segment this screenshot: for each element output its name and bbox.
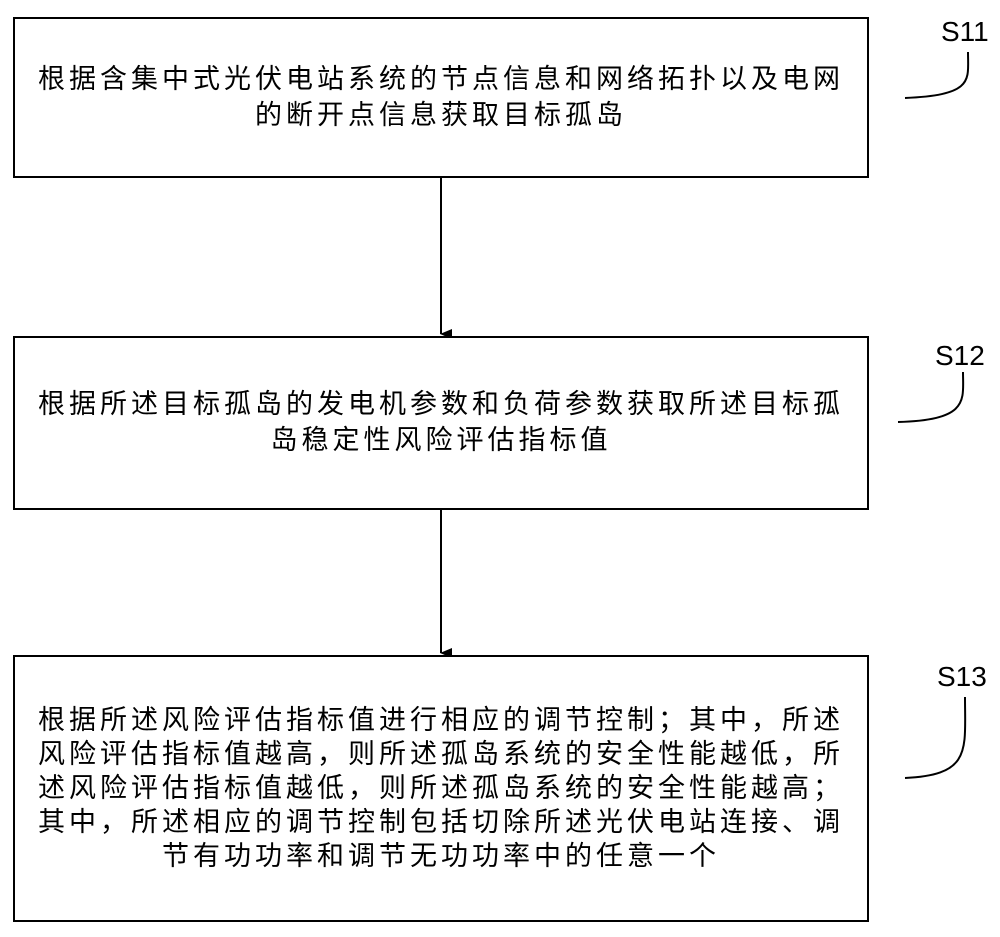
step-label-s11: S11	[941, 16, 989, 47]
step-label-s13: S13	[937, 661, 987, 692]
leader-s12	[897, 371, 965, 423]
leader-s13	[904, 696, 967, 779]
step-label-s12: S12	[935, 340, 985, 371]
step-text-s13: 根据所述风险评估指标值进行相应的调节控制；其中，所述风险评估指标值越高，则所述孤…	[38, 704, 844, 872]
step-box-s13: 根据所述风险评估指标值进行相应的调节控制；其中，所述风险评估指标值越高，则所述孤…	[13, 655, 869, 922]
step-box-s11: 根据含集中式光伏电站系统的节点信息和网络拓扑以及电网的断开点信息获取目标孤岛	[13, 17, 869, 178]
step-box-s12: 根据所述目标孤岛的发电机参数和负荷参数获取所述目标孤岛稳定性风险评估指标值	[13, 336, 869, 510]
step-text-s12: 根据所述目标孤岛的发电机参数和负荷参数获取所述目标孤岛稳定性风险评估指标值	[38, 389, 844, 456]
leader-s11	[904, 51, 970, 99]
step-text-s11: 根据含集中式光伏电站系统的节点信息和网络拓扑以及电网的断开点信息获取目标孤岛	[38, 63, 844, 131]
